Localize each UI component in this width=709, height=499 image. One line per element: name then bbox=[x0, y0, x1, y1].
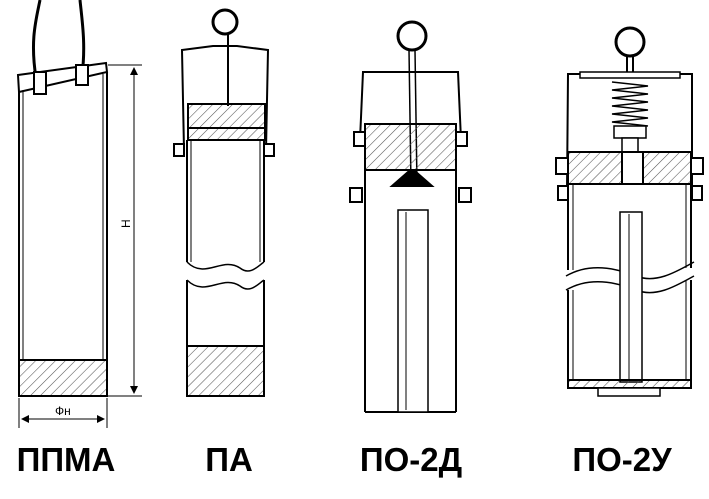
po2d-valve bbox=[389, 171, 435, 187]
label-po2u: ПО-2У bbox=[572, 441, 672, 478]
pa-cutter-hatched bbox=[186, 345, 265, 397]
cord-left bbox=[31, 0, 42, 79]
dimension-height bbox=[108, 64, 142, 397]
label-ppma: ППМА bbox=[16, 441, 116, 478]
dimension-diameter bbox=[18, 398, 108, 428]
sampler-po2u bbox=[555, 26, 704, 397]
label-pa: ПА bbox=[205, 441, 253, 478]
pa-break-top bbox=[186, 261, 265, 272]
lid-hinge-left bbox=[33, 71, 47, 95]
pa-bail bbox=[180, 45, 270, 151]
cord-right bbox=[78, 0, 86, 76]
sample-cutter-hatched bbox=[18, 359, 108, 397]
dimension-height-label: Н bbox=[119, 219, 133, 228]
pa-plug-hatched bbox=[187, 103, 266, 129]
pa-break-bottom bbox=[186, 279, 265, 290]
pa-lifting-ring bbox=[211, 8, 239, 36]
po2u-lifting-ring bbox=[614, 26, 646, 58]
po2d-plug-hatched bbox=[364, 123, 457, 171]
tilted-lid bbox=[16, 61, 109, 94]
po2u-plug-right-hatched bbox=[642, 151, 692, 185]
lid-hinge-right bbox=[75, 64, 89, 86]
po2d-inner-tube bbox=[397, 209, 429, 413]
po2u-inner-tube bbox=[619, 211, 643, 383]
dimension-diameter-label: Фн bbox=[55, 404, 71, 418]
po2d-lifting-ring bbox=[396, 20, 428, 52]
po2u-foot bbox=[597, 387, 661, 397]
po2u-plug-left-hatched bbox=[567, 151, 623, 185]
sampler-po2d bbox=[349, 20, 472, 413]
po2u-spring bbox=[611, 81, 649, 153]
sampler-pa bbox=[173, 8, 275, 397]
sampler-ppma bbox=[16, 0, 142, 428]
po2u-bottom-hatched bbox=[567, 379, 692, 389]
label-po2d: ПО-2Д bbox=[359, 441, 463, 478]
po2d-bail bbox=[359, 71, 462, 141]
